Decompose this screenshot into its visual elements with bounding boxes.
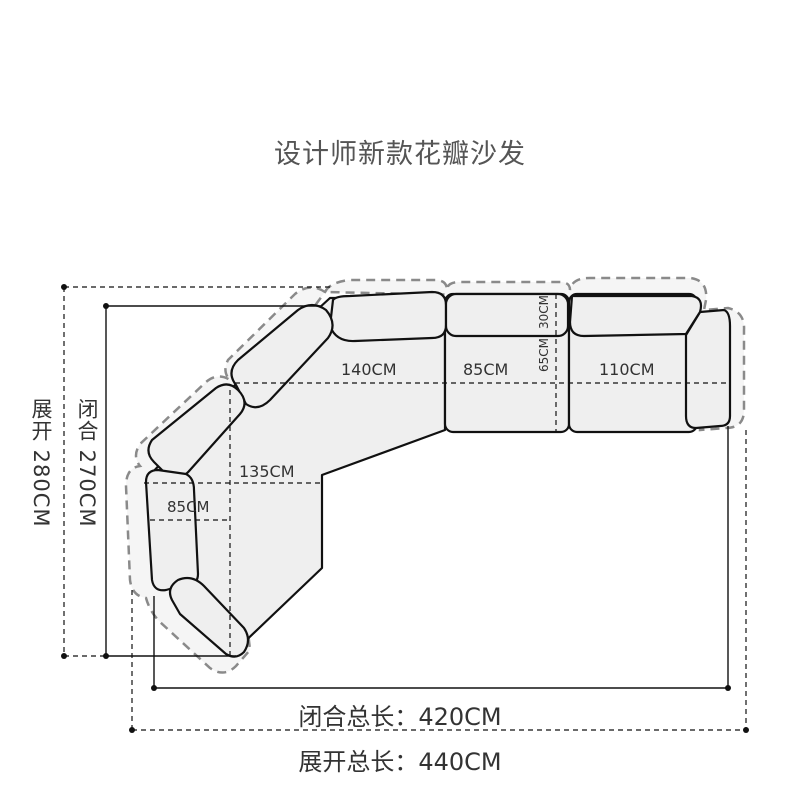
dimension-endpoints (61, 284, 749, 733)
dim-140: 140CM (341, 360, 397, 379)
height-closed-label: 闭合 270CM (75, 398, 99, 528)
height-open-label: 展开 280CM (29, 398, 53, 528)
sofa-body (144, 290, 732, 658)
dim-135: 135CM (239, 462, 295, 481)
dim-85-left: 85CM (167, 498, 210, 516)
dim-seat-65: 65CM (537, 338, 551, 373)
dim-85-middle: 85CM (463, 360, 509, 379)
dim-110: 110CM (599, 360, 655, 379)
dimension-lines (63, 286, 747, 731)
page-title: 设计师新款花瓣沙发 (274, 139, 526, 170)
total-length-open: 展开总长：440CM (298, 748, 502, 776)
dim-back-30: 30CM (537, 295, 551, 330)
total-length-closed: 闭合总长：420CM (298, 703, 502, 731)
solid-dimension-lines (105, 305, 729, 689)
